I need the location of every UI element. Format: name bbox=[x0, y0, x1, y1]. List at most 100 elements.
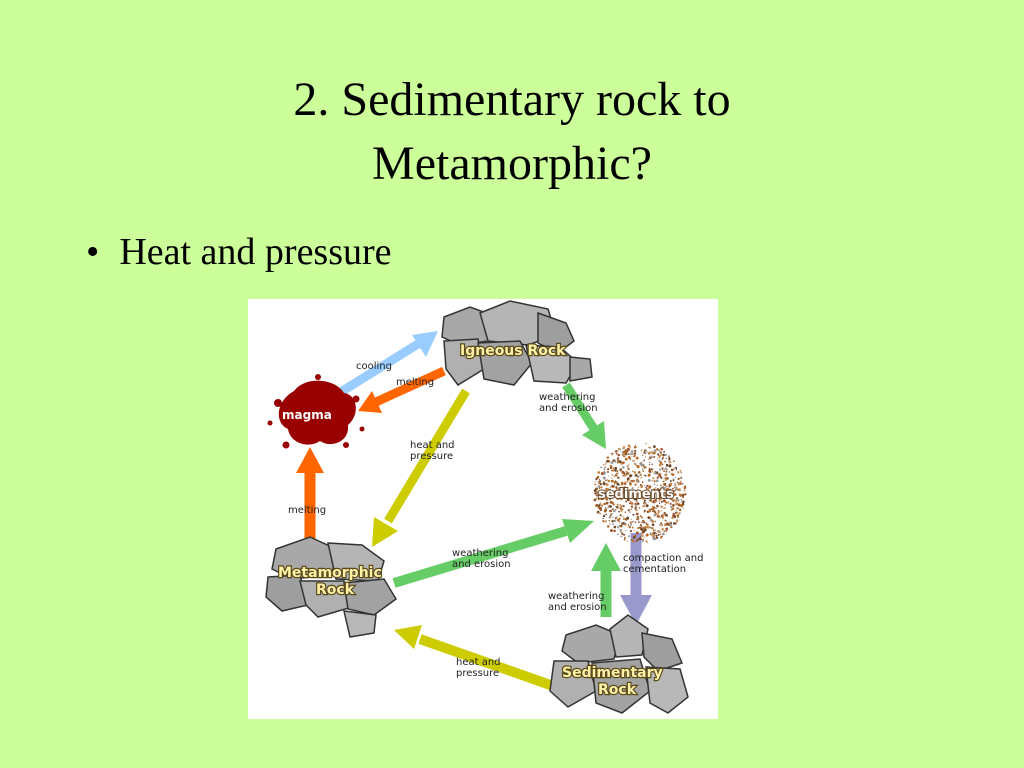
sediment-particle bbox=[621, 533, 624, 536]
sediment-particle bbox=[610, 513, 612, 515]
metamorphic-rock-label-line-2: Rock bbox=[316, 582, 355, 598]
sediment-particle bbox=[598, 504, 601, 507]
sediment-particle bbox=[627, 453, 630, 455]
sediment-particle bbox=[654, 470, 656, 473]
sediment-particle bbox=[661, 516, 664, 519]
sediment-particle bbox=[646, 496, 650, 500]
sediment-particle bbox=[627, 480, 629, 482]
sediment-particle bbox=[641, 540, 644, 543]
sediment-particle bbox=[630, 450, 634, 453]
sediment-particle bbox=[674, 476, 677, 479]
sediment-particle bbox=[610, 461, 614, 464]
sediment-particle bbox=[599, 490, 601, 493]
sediment-particle bbox=[593, 489, 597, 492]
sediment-particle bbox=[603, 468, 606, 471]
sediment-particle bbox=[682, 493, 685, 497]
sediment-particle bbox=[633, 445, 637, 449]
sediment-particle bbox=[651, 463, 654, 466]
sediment-particle bbox=[628, 479, 630, 481]
sediment-particle bbox=[675, 469, 678, 471]
melting-label-metamorphic: melting bbox=[288, 505, 326, 516]
sediment-particle bbox=[625, 524, 627, 526]
sediment-particle bbox=[598, 487, 601, 489]
sediment-particle bbox=[594, 492, 597, 495]
sediment-particle bbox=[645, 442, 648, 445]
sediment-particle bbox=[672, 508, 674, 510]
sediment-particle bbox=[665, 487, 667, 489]
sediment-particle bbox=[651, 495, 654, 498]
sediment-particle bbox=[677, 503, 681, 507]
slide-title-line-2: Metamorphic? bbox=[372, 137, 652, 190]
sediment-particle bbox=[616, 458, 619, 460]
sediment-particle bbox=[627, 492, 629, 494]
sediment-particle bbox=[639, 473, 642, 476]
sediment-particle bbox=[603, 495, 605, 497]
sediment-particle bbox=[635, 512, 639, 516]
sediment-particle bbox=[645, 540, 648, 542]
sediment-particle bbox=[632, 470, 634, 473]
sediment-particle bbox=[617, 453, 620, 457]
sediment-particle bbox=[661, 509, 663, 512]
sediment-particle bbox=[637, 517, 639, 520]
sediment-particle bbox=[597, 471, 601, 474]
melting-label-igneous: melting bbox=[396, 377, 434, 388]
sediment-particle bbox=[627, 444, 631, 448]
sediment-particle bbox=[629, 474, 632, 477]
sediment-particle bbox=[651, 480, 653, 482]
sediment-particle bbox=[634, 541, 636, 543]
sediment-particle bbox=[668, 455, 670, 458]
sediment-particle bbox=[616, 519, 620, 522]
sediment-particle bbox=[614, 494, 616, 496]
sediment-particle bbox=[649, 526, 652, 529]
sedimentary-rock-node: Sedimentary Rock bbox=[549, 614, 689, 714]
sediment-particle bbox=[628, 502, 631, 505]
sediment-particle bbox=[639, 462, 643, 466]
sediment-particle bbox=[610, 469, 613, 472]
sediment-particle bbox=[605, 461, 607, 463]
sediment-particle bbox=[684, 485, 686, 487]
sediment-particle bbox=[661, 486, 665, 489]
sediment-particle bbox=[662, 499, 666, 503]
sediment-particle bbox=[628, 464, 630, 466]
sediment-particle bbox=[667, 501, 670, 504]
sediment-particle bbox=[658, 474, 662, 478]
sediment-particle bbox=[655, 534, 658, 537]
sediment-particle bbox=[679, 469, 682, 472]
sediment-particle bbox=[682, 507, 684, 509]
igneous-rock-node: Igneous Rock bbox=[441, 300, 593, 386]
sediment-particle bbox=[618, 483, 621, 486]
sediment-particle bbox=[634, 506, 637, 510]
sediment-particle bbox=[627, 509, 630, 512]
sediment-particle bbox=[617, 472, 619, 474]
sediment-particle bbox=[623, 533, 626, 536]
sediment-particle bbox=[605, 513, 608, 516]
sediment-particle bbox=[619, 504, 622, 506]
sediment-particle bbox=[618, 517, 621, 520]
sediment-particle bbox=[615, 493, 619, 497]
sediment-particle bbox=[669, 502, 672, 505]
sediment-particle bbox=[641, 516, 644, 519]
sediment-particle bbox=[640, 477, 642, 479]
sediment-particle bbox=[629, 511, 631, 513]
sediment-particle bbox=[651, 470, 653, 473]
sediment-particle bbox=[614, 490, 616, 493]
sediment-particle bbox=[608, 475, 610, 478]
slide-title-line-1: 2. Sedimentary rock to bbox=[293, 73, 731, 126]
sediment-particle bbox=[623, 461, 626, 464]
sediment-particle bbox=[641, 526, 643, 528]
sediment-particle bbox=[665, 527, 669, 531]
sediment-particle bbox=[623, 450, 627, 453]
sediment-particle bbox=[643, 528, 647, 532]
sediment-particle bbox=[664, 467, 668, 471]
sediment-particle bbox=[610, 509, 613, 512]
heat-pressure-label-sedimentary-2: pressure bbox=[456, 668, 499, 679]
sediment-particle bbox=[593, 483, 596, 486]
sediment-particle bbox=[602, 517, 604, 520]
sediment-particle bbox=[643, 459, 646, 462]
sediment-particle bbox=[599, 502, 602, 505]
sediment-particle bbox=[614, 496, 617, 499]
sediment-particle bbox=[643, 509, 646, 512]
sediment-particle bbox=[636, 534, 638, 536]
sediment-particle bbox=[659, 489, 663, 493]
sediment-particle bbox=[633, 462, 637, 466]
